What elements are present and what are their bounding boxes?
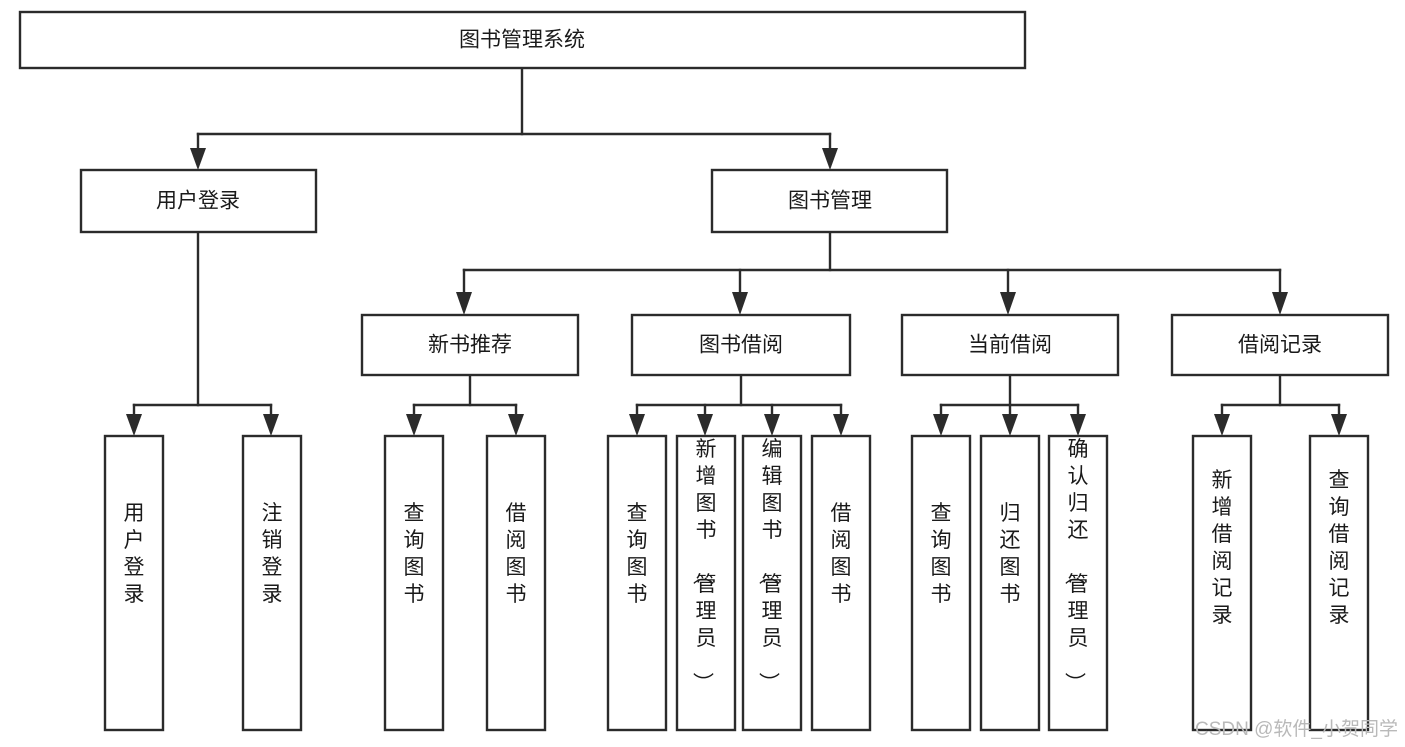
node-leaf-borrow-book[interactable]: 借阅图书: [810, 434, 872, 732]
node-book-borrow-box[interactable]: [630, 313, 852, 377]
node-current-borrow-box[interactable]: [900, 313, 1120, 377]
node-leaf-logout-login[interactable]: 注销登录: [241, 434, 303, 732]
node-leaf-query-book-current-label: 查询图书: [931, 502, 952, 606]
node-root-label: 图书管理系统: [459, 29, 585, 52]
node-borrow-record-box[interactable]: [1170, 313, 1390, 377]
arrow-head-leaf-add-book: [697, 414, 713, 436]
node-book-manage[interactable]: 图书管理: [710, 168, 949, 234]
node-current-borrow[interactable]: 当前借阅: [900, 313, 1120, 377]
node-new-book-recommend-label: 新书推荐: [428, 334, 512, 357]
node-leaf-query-book-current-box[interactable]: [910, 434, 972, 732]
arrow-head-leaf-edit-book: [764, 414, 780, 436]
arrow-head-book-manage: [822, 148, 838, 170]
connectors-bookborrow-to-leaves: [629, 373, 849, 436]
node-leaf-user-login[interactable]: 用户登录: [103, 434, 165, 732]
node-leaf-query-book-borrow[interactable]: 查询图书: [606, 434, 668, 732]
node-leaf-add-book-admin[interactable]: 新增图书（管理员）: [675, 434, 737, 732]
node-user-login-label: 用户登录: [156, 190, 240, 213]
node-leaf-logout-login-box[interactable]: [241, 434, 303, 732]
node-leaf-add-borrow-record-box[interactable]: [1191, 434, 1253, 732]
connectors-root-to-level2: [190, 66, 838, 170]
arrow-head-leaf-query-book-rec: [406, 414, 422, 436]
node-leaf-edit-book-admin[interactable]: 编辑图书（管理员）: [741, 434, 803, 732]
node-leaf-logout-login-label: 注销登录: [262, 502, 283, 606]
arrow-head-leaf-query-book-borrow: [629, 414, 645, 436]
connectors-userlogin-to-leaves: [126, 230, 279, 436]
csdn-watermark: CSDN @软件_小贺同学: [1195, 718, 1398, 740]
node-leaf-query-book-borrow-box[interactable]: [606, 434, 668, 732]
node-leaf-query-borrow-record-label: 查询借阅记录: [1329, 469, 1350, 627]
arrow-head-bookborrow: [732, 292, 748, 315]
node-root-box[interactable]: [18, 10, 1027, 70]
node-leaf-query-book-rec[interactable]: 查询图书: [383, 434, 445, 732]
node-user-login[interactable]: 用户登录: [79, 168, 318, 234]
connectors-borrowrecord-to-leaves: [1214, 373, 1347, 436]
node-leaf-return-book[interactable]: 归还图书: [979, 434, 1041, 732]
arrow-head-leaf-borrow-book: [833, 414, 849, 436]
node-leaf-user-login-label: 用户登录: [124, 502, 145, 606]
node-leaf-edit-book-admin-box[interactable]: [741, 434, 803, 732]
arrow-head-leaf-return-book: [1002, 414, 1018, 436]
node-leaf-add-borrow-record[interactable]: 新增借阅记录: [1191, 434, 1253, 732]
arrow-head-leaf-query-book-current: [933, 414, 949, 436]
arrow-head-leaf-user-login: [126, 414, 142, 436]
node-leaf-return-book-label: 归还图书: [1000, 502, 1021, 606]
node-user-login-box[interactable]: [79, 168, 318, 234]
node-leaf-query-borrow-record-box[interactable]: [1308, 434, 1370, 732]
node-new-book-recommend-box[interactable]: [360, 313, 580, 377]
node-leaf-edit-book-admin-label: 编辑图书（管理员）: [757, 438, 783, 693]
node-leaf-confirm-return-admin-label: 确认归还（管理员）: [1063, 438, 1089, 693]
node-book-manage-box[interactable]: [710, 168, 949, 234]
arrow-head-currentborrow: [1000, 292, 1016, 315]
arrow-head-leaf-add-borrow-record: [1214, 414, 1230, 436]
leaf-nodes: 用户登录 注销登录 查询图书 借阅图书 查询图书 新增图书（管理员）: [103, 434, 1370, 732]
node-book-borrow[interactable]: 图书借阅: [630, 313, 852, 377]
node-leaf-confirm-return-admin-box[interactable]: [1047, 434, 1109, 732]
node-leaf-return-book-box[interactable]: [979, 434, 1041, 732]
node-leaf-borrow-book-rec-box[interactable]: [485, 434, 547, 732]
node-leaf-query-borrow-record[interactable]: 查询借阅记录: [1308, 434, 1370, 732]
node-leaf-add-book-admin-box[interactable]: [675, 434, 737, 732]
node-leaf-add-book-admin-label: 新增图书（管理员）: [691, 438, 717, 693]
node-book-manage-label: 图书管理: [788, 190, 872, 213]
node-borrow-record[interactable]: 借阅记录: [1170, 313, 1390, 377]
node-leaf-query-book-rec-box[interactable]: [383, 434, 445, 732]
arrow-head-leaf-borrow-book-rec: [508, 414, 524, 436]
node-leaf-confirm-return-admin[interactable]: 确认归还（管理员）: [1047, 434, 1109, 732]
node-leaf-user-login-box[interactable]: [103, 434, 165, 732]
connectors-newbook-to-leaves: [406, 373, 524, 436]
arrow-head-leaf-confirm-return: [1070, 414, 1086, 436]
arrow-head-borrowrecord: [1272, 292, 1288, 315]
arrow-head-user-login: [190, 148, 206, 170]
node-leaf-query-book-current[interactable]: 查询图书: [910, 434, 972, 732]
node-book-borrow-label: 图书借阅: [699, 334, 783, 357]
arrow-head-leaf-query-borrow-record: [1331, 414, 1347, 436]
arrow-head-leaf-logout: [263, 414, 279, 436]
node-leaf-borrow-book-rec[interactable]: 借阅图书: [485, 434, 547, 732]
arrow-head-newbook: [456, 292, 472, 315]
node-leaf-query-book-borrow-label: 查询图书: [627, 502, 648, 606]
node-leaf-borrow-book-box[interactable]: [810, 434, 872, 732]
node-root[interactable]: 图书管理系统: [18, 10, 1027, 70]
connectors-currentborrow-to-leaves: [933, 373, 1086, 436]
node-leaf-add-borrow-record-label: 新增借阅记录: [1212, 469, 1233, 627]
node-borrow-record-label: 借阅记录: [1238, 334, 1322, 357]
connectors-bookmanage-to-level3: [456, 230, 1288, 315]
node-current-borrow-label: 当前借阅: [968, 334, 1052, 357]
node-leaf-query-book-rec-label: 查询图书: [404, 502, 425, 606]
node-leaf-borrow-book-rec-label: 借阅图书: [506, 502, 527, 606]
node-leaf-borrow-book-label: 借阅图书: [831, 502, 852, 606]
node-new-book-recommend[interactable]: 新书推荐: [360, 313, 580, 377]
